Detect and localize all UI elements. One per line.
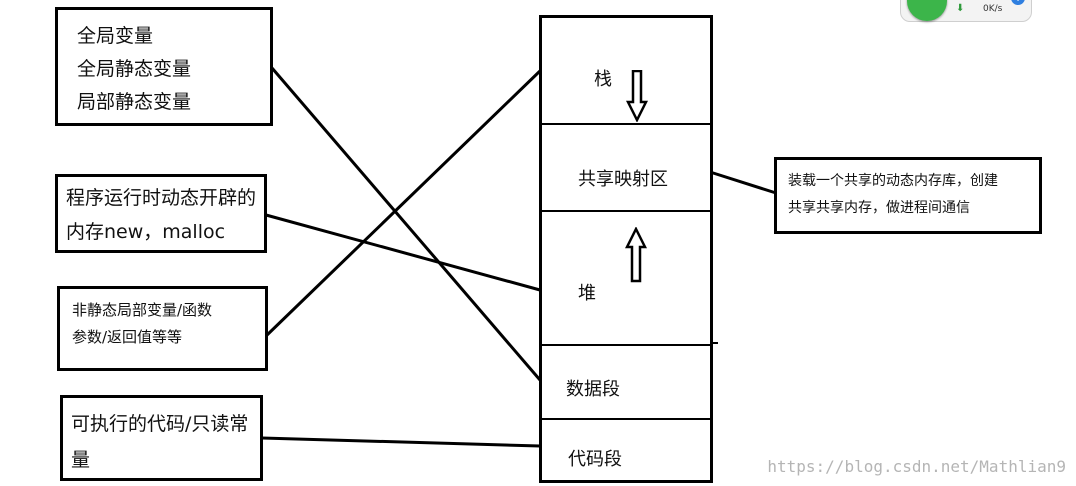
divider-stack-shared: [542, 123, 710, 125]
arrow-up-icon: [625, 227, 647, 283]
code-line-2: 量: [71, 449, 91, 471]
heap-label: 堆: [578, 283, 596, 304]
data-segment-label: 数据段: [566, 379, 620, 400]
code-line-1: 可执行的代码/只读常: [71, 413, 249, 435]
shared-region-label: 共享映射区: [578, 169, 668, 190]
network-monitor-widget[interactable]: 57% ⬇ 0K/s +: [900, 0, 1032, 22]
divider-data-code: [542, 418, 710, 420]
dynamic-line-1: 程序运行时动态开辟的: [66, 187, 257, 209]
divider-shared-heap: [542, 210, 710, 212]
locals-line-1: 非静态局部变量/函数: [72, 301, 213, 319]
download-speed: 0K/s: [983, 4, 1003, 14]
dynamic-line-2: 内存new，malloc: [66, 221, 226, 243]
code-segment-label: 代码段: [568, 449, 622, 470]
expand-plus-icon[interactable]: +: [1011, 0, 1025, 5]
locals-line-2: 参数/返回值等等: [72, 328, 183, 346]
divider-heap-data: [542, 344, 710, 346]
arrow-down-icon: [626, 70, 648, 122]
globals-line-2: 全局静态变量: [77, 58, 192, 80]
download-arrow-icon: ⬇: [956, 3, 965, 14]
memory-usage-badge[interactable]: 57%: [907, 0, 947, 21]
shared-region-note-box: 装载一个共享的动态内存库，创建 共享共享内存，做进程间通信: [774, 157, 1042, 234]
stack-label: 栈: [594, 69, 612, 90]
code-box: 可执行的代码/只读常 量: [60, 395, 263, 481]
globals-box: 全局变量 全局静态变量 局部静态变量: [55, 7, 273, 126]
note-line-2: 共享共享内存，做进程间通信: [788, 200, 970, 216]
memory-layout-column: 栈 共享映射区 堆 数据段 代码段: [539, 15, 713, 483]
dynamic-memory-box: 程序运行时动态开辟的 内存new，malloc: [55, 174, 267, 253]
globals-line-3: 局部静态变量: [77, 91, 192, 113]
connector-locals-to-stack: [264, 68, 543, 338]
connector-shared-to-note: [709, 170, 777, 195]
connector-code-to-code-segment: [261, 436, 541, 448]
connector-globals-to-data-segment: [270, 67, 542, 381]
locals-box: 非静态局部变量/函数 参数/返回值等等: [57, 286, 268, 371]
globals-line-1: 全局变量: [77, 25, 154, 47]
blog-watermark: https://blog.csdn.net/Mathlian9: [767, 457, 1066, 476]
connector-dynamic-to-heap: [265, 213, 541, 292]
note-line-1: 装载一个共享的动态内存库，创建: [788, 173, 998, 189]
